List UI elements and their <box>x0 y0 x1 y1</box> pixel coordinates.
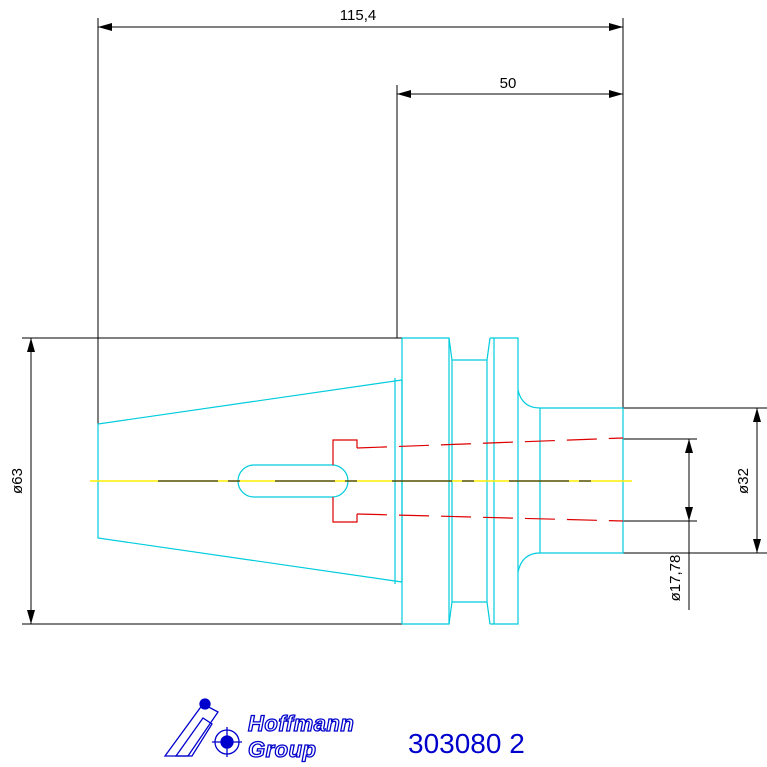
dim-flange-diameter: ø63 <box>9 468 26 494</box>
logo-emblem-icon <box>163 698 242 757</box>
dimension-arrows <box>27 23 761 624</box>
hoffmann-group-logo: Hoffmann Group <box>163 698 354 763</box>
logo-line-2: Group <box>248 737 317 762</box>
dim-shank-length: 50 <box>500 75 517 92</box>
dim-shank-diameter: ø32 <box>735 468 752 494</box>
part-number: 303080 2 <box>408 728 525 759</box>
hidden-bore <box>332 437 624 523</box>
dim-overall-length: 115,4 <box>340 7 376 24</box>
dimension-lines <box>22 18 767 625</box>
dim-bore-diameter: ø17,78 <box>667 555 684 602</box>
logo-line-1: Hoffmann <box>248 711 354 736</box>
